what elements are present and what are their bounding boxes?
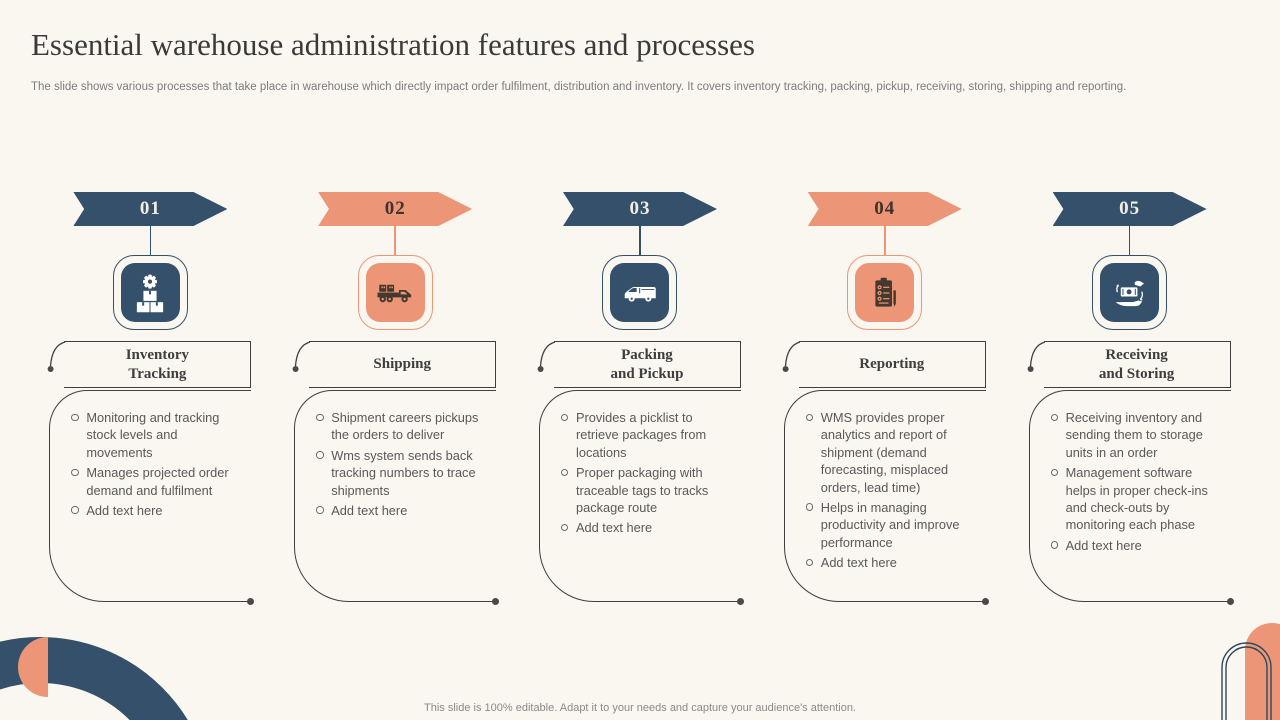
process-card: Reporting WMS provides proper analytics … [782,341,989,605]
column-packing-pickup: 03 [518,192,763,605]
bullet-item: Receiving inventory and sending them to … [1049,409,1223,461]
icon-frame [112,255,188,330]
card-title: Inventory Tracking [125,346,190,382]
connector-line [1128,226,1131,255]
icon-frame [1092,255,1168,330]
step-number: 05 [1119,198,1141,219]
icon-frame [602,255,678,330]
card-title: Reporting [859,356,925,373]
report-clipboard-icon [875,277,896,307]
process-card: Inventory Tracking Monitoring and tracki… [47,341,255,605]
header-swash [1027,341,1045,372]
card-header: Shipping [292,341,497,388]
bullet-item: Wms system sends back tracking numbers t… [314,447,488,499]
header-swash [47,341,66,372]
inventory-boxes-gear-icon [137,274,164,312]
card-header: Receiving and Storing [1027,341,1231,388]
header-swash [537,341,556,372]
header-swash [782,341,800,372]
connector-line [883,226,886,255]
delivery-truck-icon [377,284,412,302]
step-banner-05: 05 [1052,192,1207,226]
bullet-item[interactable]: Add text here [804,554,978,571]
column-reporting: 04 [762,192,1007,605]
bullet-item: Management software helps in proper chec… [1049,464,1223,534]
bullet-item: Helps in managing productivity and impro… [804,499,978,551]
column-shipping: 02 [273,192,518,605]
bullet-item: Provides a picklist to retrieve packages… [559,409,733,461]
card-end-dot [736,598,744,605]
card-end-dot [492,598,500,605]
bullet-item: Shipment careers pickups the orders to d… [314,409,488,444]
process-card: Receiving and Storing Receiving inventor… [1027,341,1234,605]
cargo-van-icon [624,286,656,302]
bullet-item: Manages projected order demand and fulfi… [69,464,243,499]
page-subtitle: The slide shows various processes that t… [31,81,1127,93]
bullet-item[interactable]: Add text here [559,519,733,536]
process-card: Shipping Shipment careers pickups the or… [292,341,500,605]
step-banner-02: 02 [318,192,473,226]
card-body: Shipment careers pickups the orders to d… [294,390,500,605]
connector-line [639,226,641,255]
column-receiving-storing: 05 [1007,192,1252,605]
icon-frame [847,255,923,330]
card-body: Provides a picklist to retrieve packages… [538,390,744,605]
step-number: 04 [874,198,896,219]
card-body: Monitoring and tracking stock levels and… [49,390,255,605]
card-title: Shipping [373,356,431,373]
header-swash [292,341,311,372]
card-header: Reporting [782,341,986,388]
card-header: Packing and Pickup [537,341,741,388]
cash-in-hand-icon [1115,280,1144,306]
card-title: Packing and Pickup [610,346,684,382]
step-number: 02 [384,198,406,219]
card-header: Inventory Tracking [47,341,252,388]
card-body: WMS provides proper analytics and report… [783,390,989,605]
connector-line [394,226,396,255]
bullet-item[interactable]: Add text here [1049,537,1223,554]
process-columns: 01 [28,192,1252,605]
footer-note: This slide is 100% editable. Adapt it to… [424,702,856,714]
step-banner-04: 04 [807,192,962,226]
step-banner-03: 03 [562,192,717,226]
icon-frame [357,255,433,330]
bullet-item: WMS provides proper analytics and report… [804,409,978,496]
step-number: 01 [139,198,161,219]
card-title: Receiving and Storing [1098,346,1175,382]
process-card: Packing and Pickup Provides a picklist t… [537,341,744,605]
card-body: Receiving inventory and sending them to … [1028,390,1234,605]
bullet-item[interactable]: Add text here [69,502,243,519]
step-number: 03 [629,198,651,219]
bullet-item: Proper packaging with traceable tags to … [559,464,733,516]
card-end-dot [1226,598,1234,605]
card-end-dot [981,598,989,605]
bullet-item[interactable]: Add text here [314,502,488,519]
card-end-dot [247,598,255,605]
page-title: Essential warehouse administration featu… [31,27,755,62]
step-banner-01: 01 [73,192,228,226]
column-inventory-tracking: 01 [28,192,273,605]
bullet-item: Monitoring and tracking stock levels and… [69,409,243,461]
connector-line [149,226,152,255]
